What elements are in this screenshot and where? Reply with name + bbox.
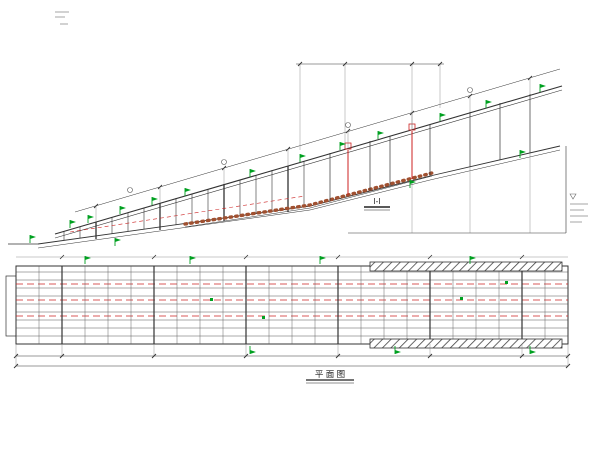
embankment-boundary bbox=[348, 146, 567, 234]
corner-marks bbox=[55, 11, 69, 25]
section-label: I-I bbox=[364, 197, 390, 211]
pier-lines bbox=[329, 94, 531, 201]
plan-title-text: 平 面 图 bbox=[315, 369, 345, 379]
plan-flag-icons bbox=[84, 255, 537, 355]
deck-line bbox=[54, 85, 563, 239]
notes-block bbox=[569, 193, 588, 223]
riprap-line bbox=[183, 171, 434, 228]
plan-view: 平 面 图 bbox=[5, 254, 571, 384]
plan-dimension-lines bbox=[13, 344, 571, 369]
dimension-line-upper bbox=[296, 61, 444, 150]
red-pier-lines bbox=[344, 123, 416, 195]
hatch-strip-bottom bbox=[369, 338, 563, 349]
plan-upper-dimension bbox=[16, 254, 568, 260]
hatch-strip-top bbox=[369, 261, 563, 272]
section-label-text: I-I bbox=[373, 197, 380, 206]
plan-band-outline bbox=[5, 265, 569, 345]
plan-grid bbox=[38, 266, 546, 344]
plan-title: 平 面 图 bbox=[306, 369, 354, 384]
dimension-line-sloped bbox=[74, 68, 561, 222]
elevation-view: I-I bbox=[8, 11, 588, 249]
wall-panels bbox=[63, 161, 306, 240]
